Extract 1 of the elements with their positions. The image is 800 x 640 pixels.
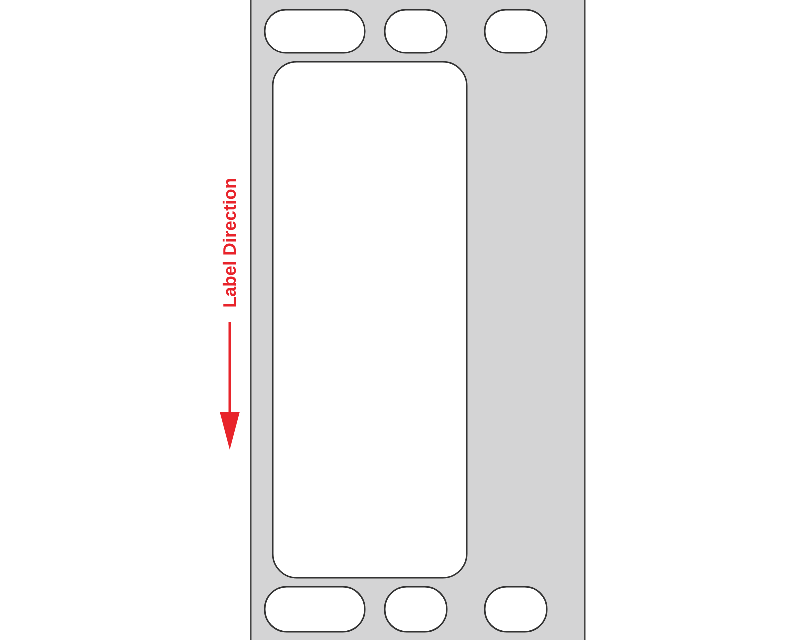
direction-label: Label Direction (220, 176, 241, 310)
